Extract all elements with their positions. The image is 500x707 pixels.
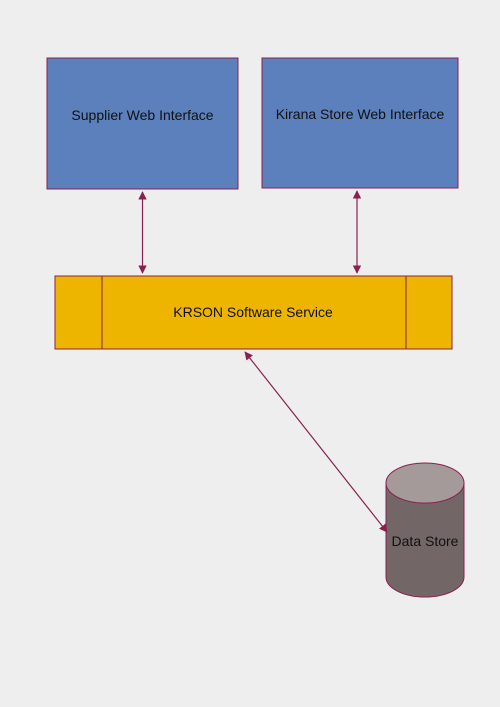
kirana-store-web-interface-node: Kirana Store Web Interface	[261, 57, 459, 189]
service-box	[54, 275, 453, 350]
connector-service-to-datastore	[244, 351, 388, 533]
datastore-cylinder-body	[385, 482, 465, 598]
supplier-box	[46, 57, 239, 190]
kirana-label: Kirana Store Web Interface	[276, 106, 445, 122]
datastore-cylinder-top	[385, 462, 465, 504]
supplier-web-interface-node: Supplier Web Interface	[46, 57, 239, 190]
kirana-box	[261, 57, 459, 189]
service-label: KRSON Software Service	[173, 304, 333, 320]
datastore-label: Data Store	[392, 533, 459, 549]
krson-software-service-node: KRSON Software Service	[54, 275, 453, 350]
data-store-node: Data Store	[385, 462, 465, 598]
supplier-label: Supplier Web Interface	[71, 107, 213, 123]
